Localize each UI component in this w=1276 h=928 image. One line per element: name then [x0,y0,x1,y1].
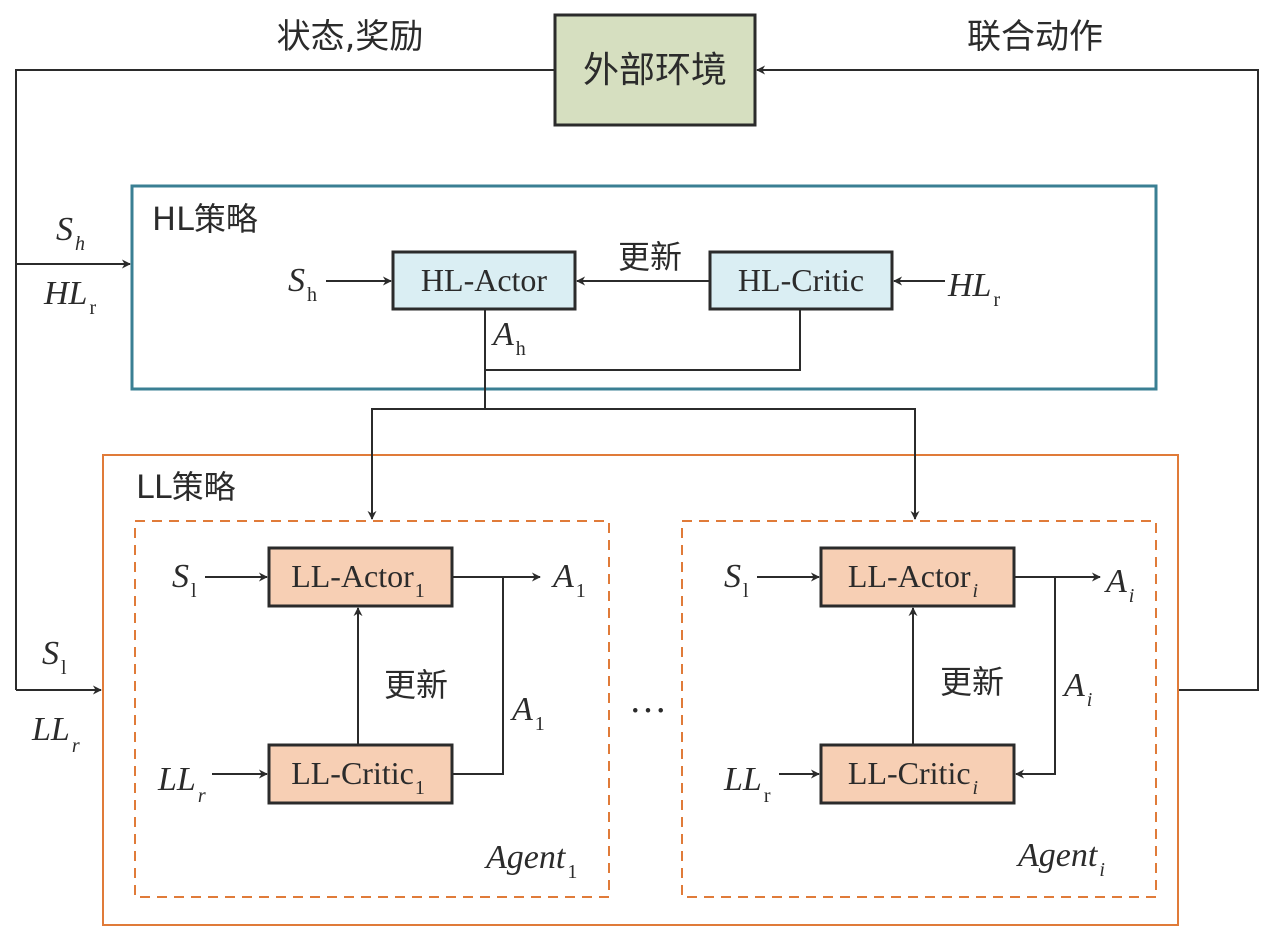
env-to-agents-line [15,69,555,690]
ll-actor-1-label: LL-Actor1 [291,558,425,602]
environment-node [553,13,757,127]
hl-to-agent1-arrow [367,408,485,520]
hl-action-feedback-line [484,309,801,371]
hl-policy-title: HL策略 [152,200,258,238]
hl-critic-label: HL-Critic [738,262,864,298]
joint-action-label: 联合动作 [967,17,1103,57]
joint-action-line [756,65,1259,691]
ll-policy-title: LL策略 [136,468,236,506]
hl-policy-frame [130,184,1158,391]
ll-critic-1-label: LL-Critic1 [291,755,425,799]
ll-actor-1-node [267,546,454,608]
hl-update-label: 更新 [618,238,682,276]
agent1-update-label: 更新 [384,666,448,704]
hl-actor-label: HL-Actor [421,262,548,298]
environment-label: 外部环境 [583,50,727,91]
agents-ellipsis: … [629,679,667,721]
ll-critic-i-node [819,743,1016,805]
ll-policy-frame [102,454,1179,926]
state-reward-label: 状态,奖励 [277,17,424,57]
hl-to-agenti-arrow [485,408,920,520]
agenti-action-feedback-arrow [1015,577,1056,779]
agenti-update-label: 更新 [940,663,1004,701]
ll-actor-i-node [819,546,1016,608]
agent1-action-feedback-line [452,577,504,775]
